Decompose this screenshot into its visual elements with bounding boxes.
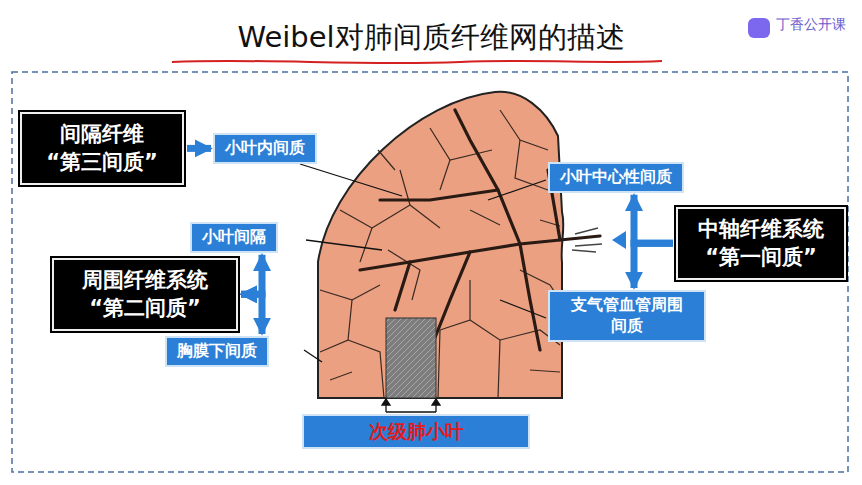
logo-icon xyxy=(748,18,770,38)
label-box: 小叶内间质 xyxy=(213,133,317,164)
lung xyxy=(318,92,602,398)
box-text: 胸膜下间质 xyxy=(177,341,257,362)
box-text: 小叶内间质 xyxy=(225,138,305,159)
block-arrow xyxy=(634,243,673,288)
block-arrow xyxy=(241,294,262,334)
box-text: 中轴纤维系统 “第一间质” xyxy=(688,215,834,272)
box-text: 支气管血管周围 间质 xyxy=(560,295,694,337)
system-box: 中轴纤维系统 “第一间质” xyxy=(676,207,846,280)
label-box: 小叶间隔 xyxy=(190,222,278,253)
system-box: 周围纤维系统 “第二间质” xyxy=(52,258,238,331)
box-text: 间隔纤维 “第三间质” xyxy=(32,120,172,177)
system-box: 间隔纤维 “第三间质” xyxy=(20,112,184,185)
watermark: 丁香公开课 xyxy=(776,16,846,34)
label-box: 次级肺小叶 xyxy=(302,414,530,449)
label-box: 支气管血管周围 间质 xyxy=(548,290,706,342)
title-underline xyxy=(172,61,662,63)
label-box: 胸膜下间质 xyxy=(165,336,269,367)
arrow-head xyxy=(612,231,626,249)
leader-lines xyxy=(300,164,546,412)
dashed-frame xyxy=(12,72,848,472)
block-arrow xyxy=(634,195,673,244)
label-box: 小叶中心性间质 xyxy=(548,162,684,193)
box-text: 小叶中心性间质 xyxy=(560,167,672,188)
box-text: 次级肺小叶 xyxy=(314,419,518,444)
block-arrow xyxy=(241,255,262,295)
block-arrow xyxy=(187,145,211,152)
box-text: 小叶间隔 xyxy=(202,227,266,248)
title: Weibel对肺间质纤维网的描述 xyxy=(0,18,862,58)
box-text: 周围纤维系统 “第二间质” xyxy=(64,266,226,323)
